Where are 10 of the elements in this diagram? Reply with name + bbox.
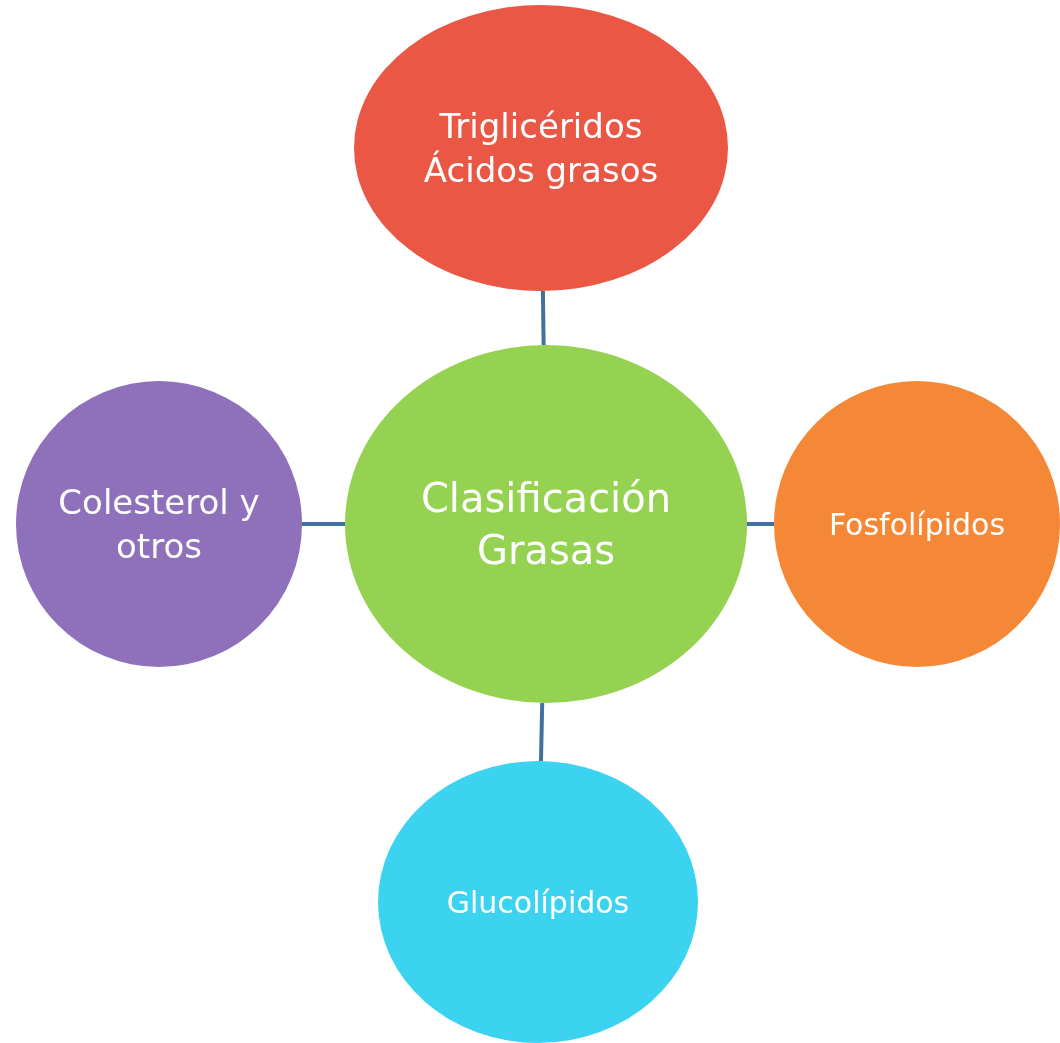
node-label: Triglicéridos: [439, 104, 643, 148]
node-label: Colesterol y otros: [57, 480, 261, 568]
node-label: Ácidos grasos: [423, 149, 659, 192]
node-label: Clasificación Grasas: [419, 474, 673, 575]
connector-line: [747, 522, 774, 526]
connector-line: [302, 522, 345, 526]
connector-line: [540, 290, 546, 346]
node-label: Glucolípidos: [446, 883, 630, 922]
connector-line: [539, 702, 545, 762]
node-label: Fosfolípidos: [828, 505, 1006, 544]
